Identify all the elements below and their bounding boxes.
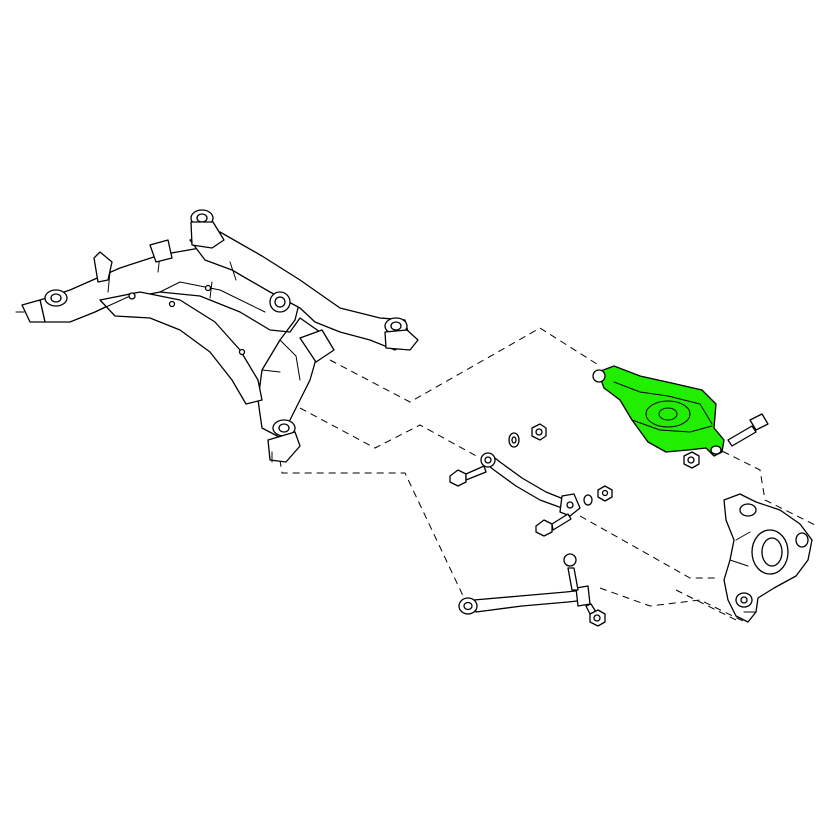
subframe-detail-lines	[94, 254, 301, 381]
upper-control-arm-outer-bushing	[710, 445, 722, 455]
rear-knuckle-lower-mount-hole	[740, 596, 748, 604]
toe-link-washer-outer	[583, 494, 593, 506]
leader-line-toe-link	[299, 407, 481, 459]
subframe-holes	[128, 284, 246, 356]
upper-control-arm	[592, 365, 725, 457]
subframe-front-crossmember	[189, 231, 411, 351]
subframe-bracket	[93, 251, 113, 283]
leader-line-lower-link	[277, 447, 466, 601]
lower-link-rod	[473, 589, 587, 613]
rear-knuckle-side-mount	[795, 532, 809, 548]
upper-control-arm-spring-seat	[645, 400, 691, 428]
upper-arm-nut	[683, 451, 700, 469]
lower-link-top-bushing	[563, 553, 579, 591]
upper-arm-bolt	[727, 413, 769, 447]
toe-link-nut-inner	[531, 423, 547, 441]
toe-link-rod	[483, 453, 567, 509]
rear-knuckle-hub-bore-inner	[761, 537, 783, 567]
subframe-bushing-rear-right	[267, 419, 301, 463]
rear-subframe	[15, 209, 419, 463]
toe-link-outer-hole	[566, 501, 574, 509]
rear-knuckle	[723, 493, 813, 623]
leader-line-lower-link-out	[599, 587, 746, 623]
toe-link-nut-outer	[597, 485, 613, 502]
subframe-bushing-front-right	[384, 317, 419, 351]
lower-link	[458, 585, 591, 615]
leader-line-knuckle-upper	[711, 445, 816, 526]
subframe-bracket-3	[299, 329, 335, 363]
toe-link-bolt-outer	[535, 513, 572, 537]
rear-knuckle-upper-mount	[739, 503, 757, 517]
rear-knuckle-detail	[729, 531, 757, 613]
toe-link-washer	[508, 432, 520, 448]
upper-control-arm-body	[597, 365, 725, 457]
upper-control-arm-spring-seat-inner	[658, 407, 678, 421]
subframe-rear-crossmember	[99, 291, 263, 405]
lower-link-inner-bushing-hole	[463, 601, 473, 611]
subframe-bushing-rear-left	[15, 289, 68, 323]
toe-link-inner-bushing-hole	[484, 456, 492, 464]
subframe-bushing-front-left	[190, 209, 225, 249]
toe-link-bolt-inner	[449, 465, 487, 487]
upper-control-arm-inner-bushing	[592, 369, 606, 383]
subframe-bushing-center	[269, 291, 291, 313]
subframe-bracket-2	[149, 239, 173, 263]
leader-line-toe-link-out	[579, 515, 718, 579]
lower-link-nut	[589, 609, 606, 627]
toe-link	[480, 452, 581, 517]
upper-control-arm-ridge	[613, 381, 713, 433]
leader-lines	[277, 327, 816, 623]
